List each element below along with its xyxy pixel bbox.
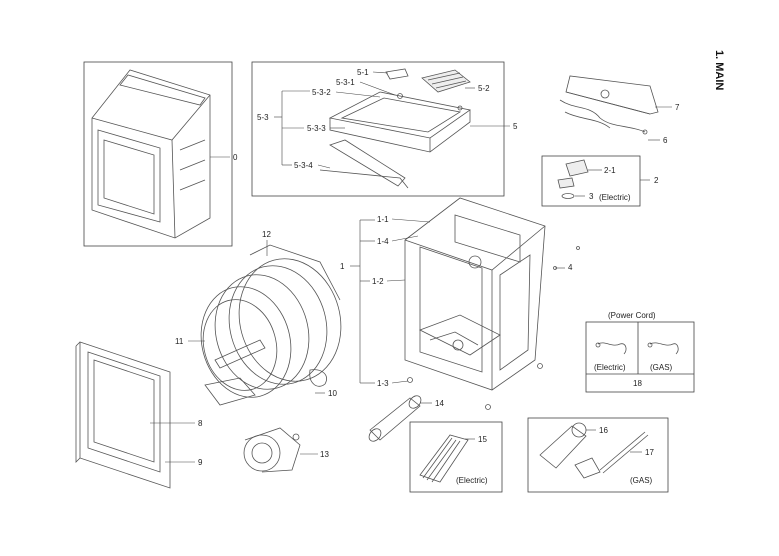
box-part-15 — [409, 421, 503, 493]
label-0: 0 — [233, 153, 238, 162]
box-power-cord — [585, 321, 695, 393]
label-5-3-2: 5-3-2 — [312, 88, 331, 97]
label-1-2: 1-2 — [372, 277, 384, 286]
label-18: 18 — [633, 379, 642, 388]
label-2-1: 2-1 — [604, 166, 616, 175]
control-panel — [559, 75, 659, 135]
exhaust-duct — [368, 395, 422, 442]
label-15: 15 — [478, 435, 487, 444]
label-2: 2 — [654, 176, 659, 185]
label-5-3-3: 5-3-3 — [307, 124, 326, 133]
label-12: 12 — [262, 230, 271, 239]
dryer-overview — [91, 69, 211, 239]
label-6: 6 — [663, 136, 668, 145]
label-9: 9 — [198, 458, 203, 467]
label-4: 4 — [568, 263, 573, 272]
box-part-16-17 — [527, 417, 669, 493]
note-electric-18: (Electric) — [594, 363, 626, 372]
drum-assembly — [200, 244, 342, 406]
label-5-2: 5-2 — [478, 84, 490, 93]
label-13: 13 — [320, 450, 329, 459]
note-gas-16: (GAS) — [630, 476, 653, 485]
door-assembly — [75, 341, 171, 489]
label-5-3-1: 5-3-1 — [336, 78, 355, 87]
note-electric-2: (Electric) — [599, 193, 631, 202]
label-14: 14 — [435, 399, 444, 408]
box-overview — [83, 61, 233, 247]
label-1-3: 1-3 — [377, 379, 389, 388]
power-cord-electric — [595, 342, 627, 355]
gas-valve-assembly — [539, 422, 649, 479]
label-7: 7 — [675, 103, 680, 112]
label-5: 5 — [513, 122, 518, 131]
label-3: 3 — [589, 192, 594, 201]
box-part-2 — [541, 155, 641, 207]
box-top-assembly — [251, 61, 505, 197]
label-5-3: 5-3 — [257, 113, 269, 122]
note-electric-15: (Electric) — [456, 476, 488, 485]
label-5-1: 5-1 — [357, 68, 369, 77]
note-gas-18: (GAS) — [650, 363, 673, 372]
label-10: 10 — [328, 389, 337, 398]
label-5-3-4: 5-3-4 — [294, 161, 313, 170]
blower-housing — [243, 427, 301, 473]
label-17: 17 — [645, 448, 654, 457]
section-title: 1. MAIN — [713, 50, 725, 90]
label-8: 8 — [198, 419, 203, 428]
label-1-4: 1-4 — [377, 237, 389, 246]
cabinet-frame — [404, 197, 580, 410]
label-11: 11 — [175, 337, 184, 346]
top-cover-lid — [319, 68, 471, 189]
label-1-1: 1-1 — [377, 215, 389, 224]
label-16: 16 — [599, 426, 608, 435]
power-cord-gas — [647, 342, 679, 355]
note-power-cord: (Power Cord) — [608, 311, 656, 320]
heater-assembly — [419, 434, 469, 483]
label-1: 1 — [340, 262, 345, 271]
module-part-2 — [557, 159, 589, 199]
